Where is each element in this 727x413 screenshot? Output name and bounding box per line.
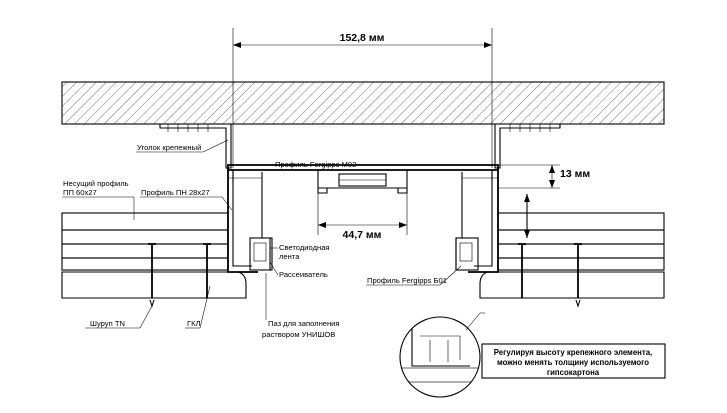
profile-wall-left [227,168,273,273]
inset-detail [399,312,485,398]
label-profile-m02: Профиль Fergipps M02 [275,160,356,169]
screw-left [148,243,156,308]
label-diffuser: Рассеиватель [279,270,328,279]
drywall-left [61,271,247,299]
leader-lines [62,139,462,329]
label-led-strip-line2: лента [279,252,300,261]
label-profile-pn: Профиль ПН 28х27 [141,188,210,197]
screw-right [574,243,582,308]
adjustment-note-line2: можно менять толщину используемого [497,358,649,367]
label-corner-bracket: Уголок крепежный [137,143,201,152]
profile-m02 [227,164,499,194]
label-carrier-profile-line2: ПП 60х27 [63,188,97,197]
dimension-drop-height-label: 13 мм [560,168,590,180]
dimension-drop-height [498,164,560,189]
label-carrier-profile-line1: Несущий профиль [63,179,129,188]
dimension-top-width-label: 152,8 мм [340,32,385,44]
carrier-profile-right [497,212,665,271]
adjustment-note-box [481,343,666,379]
carrier-profile-left [61,212,229,271]
dimension-top-width [232,28,493,168]
label-groove-line1: Паз для заполнения [268,319,340,328]
dimension-slot-width [317,193,408,235]
concrete-slab [61,81,665,125]
corner-bracket-right [494,123,561,169]
adjustment-note-line1: Регулируя высоту крепежного элемента, [494,348,652,357]
label-led-strip-line1: Светодиодная [279,243,330,252]
label-profile-b01: Профиль Fergipps Б01 [367,276,447,285]
adjustment-note-line3: гипсокартона [547,368,600,377]
corner-bracket-left [159,123,232,169]
profile-wall-right [455,168,499,273]
label-screw: Шуруп TN [90,319,125,328]
screw-left-2 [203,243,211,298]
label-gkl: ГКЛ [187,319,201,328]
drywall-right [479,271,665,299]
dimension-slot-width-label: 44,7 мм [343,229,382,241]
screw-right-2 [518,243,526,298]
label-groove-line2: раствором УНИШОВ [262,330,335,339]
